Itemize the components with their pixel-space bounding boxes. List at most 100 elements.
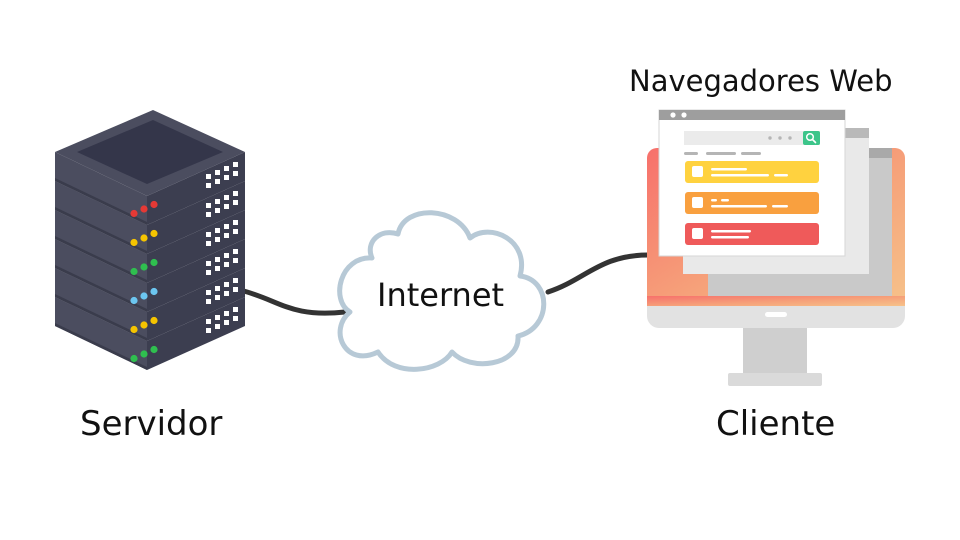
server-status-led (140, 234, 148, 242)
server-vent (206, 270, 211, 275)
server-unit (55, 210, 245, 283)
server-vent (233, 307, 238, 312)
server-unit (55, 152, 245, 225)
server-status-led (140, 292, 148, 300)
server-status-led (150, 287, 158, 296)
server-unit-side (147, 297, 245, 370)
server-status-led (130, 209, 138, 218)
result-card-red (685, 223, 819, 245)
server-unit-front (55, 239, 147, 312)
server-top-inner (77, 120, 223, 184)
server-vent (206, 212, 211, 217)
server-status-led (150, 345, 158, 354)
server-vent (233, 287, 238, 292)
server-vent (206, 174, 211, 179)
server-vent (224, 175, 229, 180)
server-vent (215, 208, 220, 213)
server-vent (224, 282, 229, 287)
client-label: Cliente (716, 404, 836, 444)
server-unit-edge (55, 265, 147, 312)
server-vent (206, 232, 211, 237)
server-status-led (150, 316, 158, 325)
cable-internet-client (545, 252, 651, 295)
server-vent (215, 170, 220, 175)
browser-window-icon (658, 109, 892, 296)
server-unit (55, 297, 245, 370)
server-vent (215, 324, 220, 329)
server-status-led (130, 354, 138, 363)
server-vent (215, 266, 220, 271)
server-vent (215, 228, 220, 233)
internet-label: Internet (377, 276, 505, 314)
server-vent (233, 220, 238, 225)
server-vent (215, 315, 220, 320)
server-unit-front (55, 297, 147, 370)
server-vent (233, 316, 238, 321)
server-vent (206, 328, 211, 333)
server-vent (224, 224, 229, 229)
server-status-led (140, 205, 148, 213)
server-unit-edge (55, 178, 147, 225)
server-vent (215, 179, 220, 184)
server-status-led (140, 263, 148, 271)
server-unit-front (55, 210, 147, 283)
server-vent (224, 320, 229, 325)
server-vent (206, 319, 211, 324)
server-vent (233, 249, 238, 254)
server-vent (224, 166, 229, 171)
server-unit-front (55, 181, 147, 254)
server-unit-side (147, 268, 245, 341)
server-unit (55, 181, 245, 254)
server-vent (224, 262, 229, 267)
server-vent (233, 258, 238, 263)
server-rack-icon (55, 110, 245, 370)
server-vent (215, 237, 220, 242)
server-unit-edge (55, 236, 147, 283)
server-vent (206, 299, 211, 304)
server-label: Servidor (80, 404, 223, 444)
server-unit (55, 268, 245, 341)
server-vent (206, 203, 211, 208)
server-vent (233, 200, 238, 205)
server-status-led (130, 296, 138, 305)
server-status-led (130, 238, 138, 247)
server-unit-side (147, 210, 245, 283)
server-vent (224, 195, 229, 200)
server-unit-front (55, 268, 147, 341)
server-unit-front (55, 152, 147, 225)
server-vent (233, 191, 238, 196)
server-status-led (140, 350, 148, 358)
server-status-led (130, 267, 138, 276)
cloud-icon (337, 210, 547, 372)
server-unit-side (147, 239, 245, 312)
server-vent (206, 183, 211, 188)
server-unit (55, 239, 245, 312)
server-vent (233, 171, 238, 176)
server-vent (224, 291, 229, 296)
server-vent (224, 253, 229, 258)
result-card-yellow (685, 161, 819, 183)
server-unit-side (147, 152, 245, 225)
server-unit-side (147, 181, 245, 254)
server-vent (206, 261, 211, 266)
server-unit-edge (55, 207, 147, 254)
server-vent (215, 286, 220, 291)
web-browsers-label: Navegadores Web (629, 64, 893, 98)
server-status-led (130, 325, 138, 334)
server-status-led (150, 258, 158, 267)
server-status-led (140, 321, 148, 329)
server-status-led (150, 200, 158, 209)
server-vent (224, 204, 229, 209)
server-vent (215, 199, 220, 204)
result-card-orange (685, 192, 819, 214)
server-vent (206, 241, 211, 246)
server-vent (233, 162, 238, 167)
server-unit-edge (55, 294, 147, 341)
server-vent (233, 229, 238, 234)
search-icon (803, 131, 820, 145)
cable-server-internet (237, 287, 348, 316)
server-vent (215, 295, 220, 300)
server-vent (224, 233, 229, 238)
server-vent (224, 311, 229, 316)
